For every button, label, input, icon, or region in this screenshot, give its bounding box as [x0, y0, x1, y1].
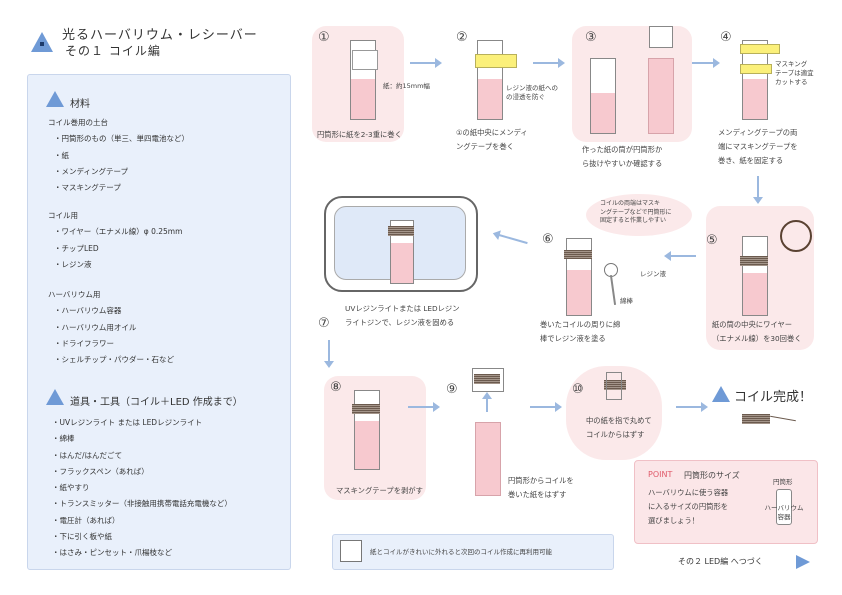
- step-6-coil: [564, 250, 592, 259]
- step-8-number: ⑧: [330, 380, 342, 395]
- step-5-wire-spool: [780, 220, 812, 252]
- step-4-masking-tape: [740, 44, 780, 54]
- finished-coil: [742, 414, 770, 424]
- step-10-paper-roll: [606, 372, 622, 400]
- arrow-2-3: [533, 58, 565, 68]
- point-title: 円筒形のサイズ: [684, 471, 740, 480]
- step-9-caption: 円筒形からコイルを 巻いた紙をはずす: [508, 476, 574, 499]
- tools-icon: [46, 389, 64, 405]
- step-9-number: ⑨: [446, 382, 458, 397]
- point-text: ハーバリウムに使う容器 に入るサイズの円筒形を 選びましょう！: [648, 488, 729, 525]
- arrow-3-4: [692, 58, 720, 68]
- step-8-caption: マスキングテープを剥がす: [336, 486, 423, 495]
- next-arrow-icon: [796, 555, 810, 569]
- step-8-coil: [352, 404, 380, 414]
- material-group: コイル巻用の土台 ・円筒形のもの（単三、単四電池など） ・紙 ・メンディングテー…: [48, 118, 189, 193]
- step-5-caption: 紙の筒の中央にワイヤー （エナメル線）を30回巻く: [712, 320, 802, 343]
- step-3-number: ③: [585, 30, 597, 45]
- finished-coil-lead: [770, 415, 796, 422]
- arrow-10-done: [676, 402, 708, 412]
- arrow-9-10: [530, 402, 562, 412]
- step-6-tip: コイルの両端はマスキ ングテープなどで円筒形に 固定すると作業しやすい: [600, 200, 672, 224]
- point-container-label: ハーバリウム 容器: [764, 504, 804, 521]
- material-group: コイル用 ・ワイヤー（エナメル線）φ 0.25mm ・チップLED ・レジン液: [48, 211, 183, 269]
- title-icon: [31, 32, 53, 52]
- arrow-1-2: [410, 58, 442, 68]
- step-4-number: ④: [720, 30, 732, 45]
- page-title: 光るハーバリウム・レシーバー: [62, 28, 258, 43]
- step-10-coil: [604, 380, 626, 390]
- step-8-cylinder: [354, 390, 380, 470]
- materials-icon: [46, 91, 64, 107]
- step-2-caption: ①の紙中央にメンディ ングテープを巻く: [456, 128, 528, 151]
- step-3-cylinder-bare: [648, 58, 674, 134]
- step-6-resin-label: レジン液: [640, 270, 666, 278]
- point-container-icon: [776, 489, 792, 525]
- step-5-coil: [740, 256, 768, 266]
- step-3-cylinder: [590, 58, 616, 134]
- step-3-caption: 作った紙の筒が円筒形か ら抜けやすいか確認する: [582, 145, 663, 168]
- step-7-number: ⑦: [318, 316, 330, 331]
- arrow-6-7: [498, 233, 528, 245]
- step-4-caption: メンディングテープの両 端にマスキングテープを 巻き、紙を固定する: [718, 128, 798, 165]
- arrow-9-up: [486, 398, 488, 412]
- materials-panel: 材料 コイル巻用の土台 ・円筒形のもの（単三、単四電池など） ・紙 ・メンディン…: [27, 74, 291, 570]
- step-1-note: 紙：約15mm幅: [383, 82, 430, 90]
- step-5-number: ⑤: [706, 233, 718, 248]
- material-group: ハーバリウム用 ・ハーバリウム容器 ・ハーバリウム用オイル ・ドライフラワー ・…: [48, 290, 174, 365]
- step-1-number: ①: [318, 30, 330, 45]
- step-4-masking-tape: [740, 64, 772, 74]
- step-1-caption: 円筒形に紙を2-3重に巻く: [317, 130, 402, 139]
- done-icon: [712, 386, 730, 402]
- arrow-8-9: [408, 402, 440, 412]
- step-9-coil: [474, 374, 500, 384]
- step-2-number: ②: [456, 30, 468, 45]
- step-1-paper: [352, 50, 378, 70]
- step-6-caption: 巻いたコイルの周りに綿 棒でレジン液を塗る: [540, 320, 621, 343]
- footnote-text: 紙とコイルがきれいに外れると次回のコイル作成に再利用可能: [370, 548, 552, 556]
- step-6-swab-label: 綿棒: [620, 297, 633, 305]
- step-9-coil-paper: [472, 368, 504, 392]
- step-6-swab-stick: [609, 275, 617, 305]
- tools-list: ・UVレジンライト または LEDレジンライト ・綿棒 ・はんだ/はんだごて ・…: [52, 418, 232, 558]
- step-7-coil: [388, 226, 414, 236]
- step-10-caption: 中の紙を指で丸めて コイルからはずす: [586, 416, 652, 439]
- step-6-number: ⑥: [542, 232, 554, 247]
- step-7-caption: UVレジンライトまたは LEDレジン ライトジンで、レジン液を固める: [345, 304, 460, 327]
- step-2-note: レジン液の紙への の浸透を防ぐ: [506, 84, 558, 101]
- point-cylinder-label: 円筒形: [773, 478, 793, 486]
- arrow-5-6: [664, 251, 696, 261]
- materials-heading: 材料: [70, 99, 90, 110]
- arrow-4-5: [753, 176, 763, 204]
- page-subtitle: その１ コイル編: [65, 44, 161, 58]
- arrow-7-8: [324, 340, 334, 368]
- point-label: POINT: [648, 470, 673, 479]
- step-2-mending-tape: [475, 54, 517, 68]
- tools-heading: 道具・工具（コイル＋LED 作成まで）: [70, 397, 243, 408]
- step-4-note: マスキング テープは適宜 カットする: [775, 60, 814, 86]
- done-label: コイル完成！: [734, 390, 813, 405]
- step-2-cylinder: [477, 40, 503, 120]
- step-3-paper-tube: [649, 26, 673, 48]
- next-part-label: その２ LED編 へつづく: [678, 557, 763, 566]
- footnote-box: [332, 534, 614, 570]
- step-6-bubble: [586, 194, 692, 236]
- footnote-square-icon: [340, 540, 362, 562]
- step-5-cylinder: [742, 236, 768, 316]
- step-9-cylinder: [475, 422, 501, 496]
- step-10-number: ⑩: [572, 382, 584, 397]
